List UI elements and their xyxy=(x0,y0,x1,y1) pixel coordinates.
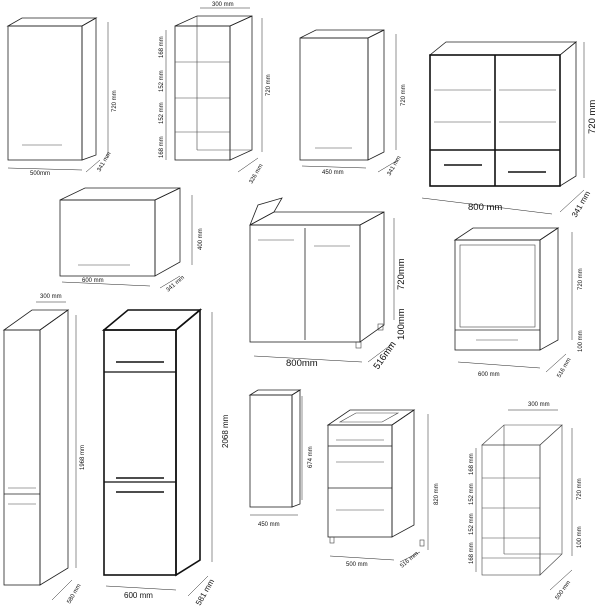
cabinet-depth-label: 516mm xyxy=(371,339,398,371)
cabinet-depth-label: 341 mm xyxy=(165,275,185,294)
cabinet-height-label: 820 mm xyxy=(434,483,440,505)
shelf-gap-3-label: 152 mm xyxy=(159,102,165,124)
tall-cabinet-height-label: 1968 mm xyxy=(80,445,86,470)
cabinet-width-label: 500 mm xyxy=(346,562,368,568)
panel-width-label: 450 mm xyxy=(258,522,280,528)
cabinet-height-label: 720mm xyxy=(396,258,407,290)
shelf-gap-2-label: 152 mm xyxy=(159,70,165,92)
shelf-height-label: 720 mm xyxy=(577,478,583,500)
wall-cabinet-450: 450 mm 720 mm 341 mm xyxy=(299,29,407,177)
sink-base-800: 800mm 720mm 100mm 516mm xyxy=(249,197,407,372)
cabinet-width-label: 600 mm xyxy=(478,372,500,378)
tall-cabinet-depth-label: 580 mm xyxy=(67,583,83,605)
shelf-top-width-label: 300 mm xyxy=(212,2,234,8)
shelf-gap-1-label: 168 mm xyxy=(159,36,165,58)
cabinet-width-label: 600 mm xyxy=(82,278,104,284)
cabinet-width-label: 500mm xyxy=(30,171,50,177)
shelf-gap-1-label: 168 mm xyxy=(469,453,475,475)
shelf-depth-label: 326 mm xyxy=(249,163,265,185)
cabinet-width-label: 800 mm xyxy=(468,202,502,213)
wall-cabinet-500: 500mm 720 mm 341 mm xyxy=(6,17,118,177)
cabinet-height-label: 720 mm xyxy=(401,84,407,106)
cabinet-height-label: 720 mm xyxy=(112,90,118,112)
tall-cabinet-300: 300 mm 1968 mm 580 mm xyxy=(2,294,86,605)
open-shelf-300: 300 mm 168 mm 152 mm 152 mm 168 mm 720 m… xyxy=(159,2,272,185)
plinth-height-label: 100 mm xyxy=(577,526,583,548)
cabinet-depth-label: 341 mm xyxy=(570,189,592,219)
cabinet-depth-label: 341 mm xyxy=(97,151,113,173)
cabinet-height-label: 720 mm xyxy=(587,100,598,134)
shelf-gap-4-label: 168 mm xyxy=(469,542,475,564)
cabinet-height-label: 400 mm xyxy=(198,228,204,250)
shelf-height-label: 720 mm xyxy=(266,74,272,96)
shelf-gap-4-label: 168 mm xyxy=(159,136,165,158)
side-panel: 450 mm 674 mm xyxy=(248,389,314,528)
cabinet-height-label: 720 mm xyxy=(578,268,584,290)
drawer-base-500: 500 mm 820 mm 516 mm xyxy=(326,409,440,570)
oven-base-600: 600 mm 720 mm 100 mm 516 mm xyxy=(453,227,584,379)
plinth-height-label: 100mm xyxy=(396,308,407,340)
cabinet-depth-label: 516 mm xyxy=(399,551,419,570)
shelf-gap-3-label: 152 mm xyxy=(469,513,475,535)
shelf-top-width-label: 300 mm xyxy=(528,402,550,408)
hood-cabinet-600: 600 mm 400 mm 341 mm xyxy=(59,187,204,294)
tall-cabinet-width-label: 600 mm xyxy=(124,591,153,600)
tall-cabinet-top-width-label: 300 mm xyxy=(40,294,62,300)
plinth-height-label: 100 mm xyxy=(578,330,584,352)
tall-cabinet-height-label: 2068 mm xyxy=(221,414,230,448)
glass-wall-cabinet-800: 800 mm 720 mm 341 mm xyxy=(421,41,598,219)
tall-cabinet-depth-label: 581 mm xyxy=(194,577,216,607)
cabinet-depth-label: 341 mm xyxy=(387,155,403,177)
cabinet-width-label: 800mm xyxy=(286,358,318,369)
tall-cabinet-600: 600 mm 2068 mm 581 mm xyxy=(101,308,230,607)
cabinet-width-label: 450 mm xyxy=(322,170,344,176)
panel-height-label: 674 mm xyxy=(308,446,314,468)
open-base-shelf-300: 300 mm 168 mm 152 mm 152 mm 168 mm 720 m… xyxy=(469,402,583,601)
shelf-gap-2-label: 152 mm xyxy=(469,483,475,505)
